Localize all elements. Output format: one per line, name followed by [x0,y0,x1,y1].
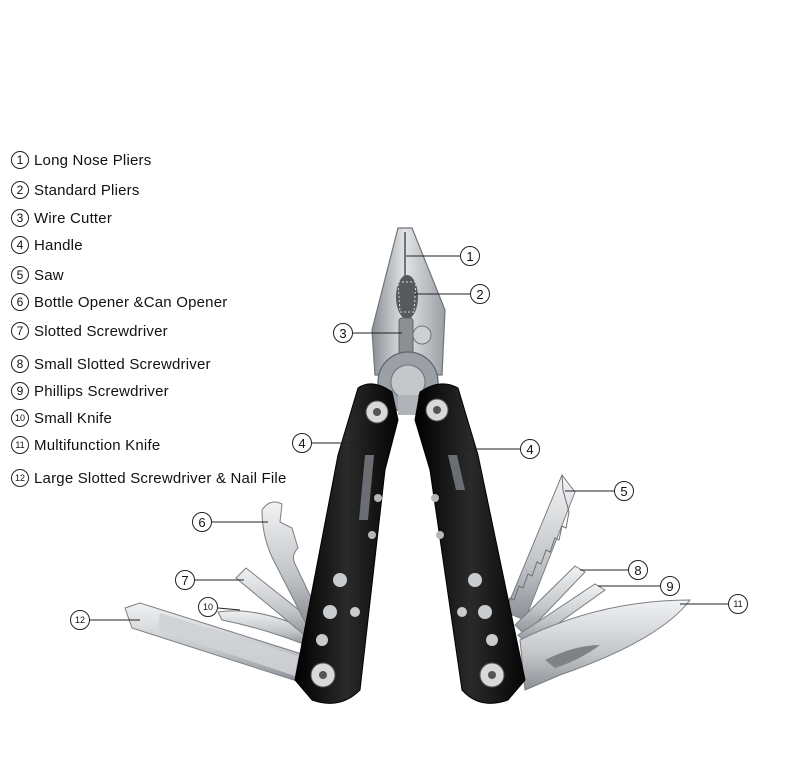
legend-number: 12 [11,469,29,487]
legend-label: Saw [34,266,64,284]
legend-item: 2 Standard Pliers [11,178,140,202]
legend-item: 5 Saw [11,263,64,287]
legend-label: Small Slotted Screwdriver [34,355,211,373]
leader-lines [90,255,728,621]
legend-item: 10 Small Knife [11,406,112,430]
legend-item: 8 Small Slotted Screwdriver [11,352,211,376]
legend-label: Wire Cutter [34,209,113,227]
legend-number: 1 [11,151,29,169]
left-handle [294,383,399,704]
callout-handle-right: 4 [520,439,540,459]
legend-label: Large Slotted Screwdriver & Nail File [34,469,287,487]
legend-label: Phillips Screwdriver [34,382,169,400]
callout-wire-cutter: 3 [333,323,353,343]
multifunction-knife-tool [519,599,692,691]
legend-number: 9 [11,382,29,400]
legend-label: Small Knife [34,409,113,427]
callout-saw: 5 [614,481,634,501]
legend-number: 7 [11,322,29,340]
file-screwdriver-tool [124,602,306,683]
legend-item: 11 Multifunction Knife [11,433,160,457]
callout-bottle-opener: 6 [192,512,212,532]
legend-number: 6 [11,293,29,311]
legend-label: Handle [34,236,83,254]
legend-number: 3 [11,209,29,227]
right-handle [414,383,526,704]
legend-item: 7 Slotted Screwdriver [11,319,168,343]
legend-item: 12 Large Slotted Screwdriver & Nail File [11,466,287,490]
legend-item: 1 Long Nose Pliers [11,148,151,172]
legend-item: 4 Handle [11,233,83,257]
callout-small-slotted-screwdriver: 8 [628,560,648,580]
callout-standard-pliers: 2 [470,284,490,304]
legend-label: Standard Pliers [34,181,140,199]
callout-phillips-screwdriver: 9 [660,576,680,596]
small-screwdriver-tool [514,565,586,636]
legend-item: 9 Phillips Screwdriver [11,379,169,403]
legend-label: Bottle Opener &Can Opener [34,293,228,311]
callout-file-screwdriver: 12 [70,610,90,630]
callout-multifunction-knife: 11 [728,594,748,614]
legend-number: 2 [11,181,29,199]
callout-small-knife: 10 [198,597,218,617]
legend-label: Multifunction Knife [34,436,161,454]
bottle-opener-tool [261,501,319,623]
legend-number: 10 [11,409,29,427]
legend-label: Slotted Screwdriver [34,322,168,340]
legend-item: 3 Wire Cutter [11,206,112,230]
legend-number: 11 [11,436,29,454]
legend-number: 8 [11,355,29,373]
callout-long-nose-pliers: 1 [460,246,480,266]
legend-number: 5 [11,266,29,284]
legend-item: 6 Bottle Opener &Can Opener [11,290,227,314]
saw-tool [504,474,576,621]
legend-number: 4 [11,236,29,254]
callout-slotted-screwdriver: 7 [175,570,195,590]
callout-handle-left: 4 [292,433,312,453]
legend-label: Long Nose Pliers [34,151,152,169]
